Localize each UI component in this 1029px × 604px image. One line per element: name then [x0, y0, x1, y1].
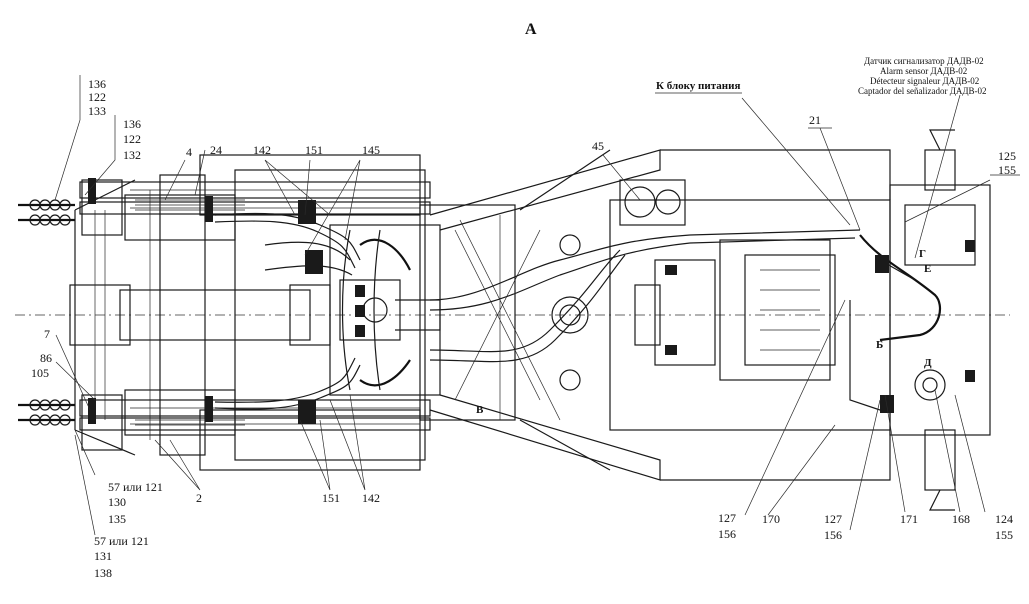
sensor-label-fr: Détecteur signaleur ДАДВ-02 — [870, 76, 979, 86]
callout-138: 138 — [94, 566, 112, 580]
sensor-label-en: Alarm sensor ДАДВ-02 — [880, 66, 967, 76]
callout-142-bottom: 142 — [362, 491, 380, 505]
callout-170: 170 — [762, 512, 780, 526]
front-frame — [69, 154, 426, 471]
zone-letter-d: Д — [924, 357, 932, 369]
callout-151-top: 151 — [305, 143, 323, 157]
view-title: А — [525, 21, 537, 38]
quick-couplings-top — [18, 199, 75, 226]
zone-letter-v: В — [476, 404, 484, 416]
callout-57-121-a: 57 или 121 — [108, 480, 163, 494]
callout-151-bottom: 151 — [322, 491, 340, 505]
right-end-block — [849, 129, 991, 511]
callout-45: 45 — [592, 139, 604, 153]
callout-125: 125 — [998, 149, 1016, 163]
callout-168: 168 — [952, 512, 970, 526]
zone-letter-g: Г — [919, 248, 926, 260]
callout-127-b: 127 — [824, 512, 842, 526]
drawbar-frame — [419, 149, 661, 481]
power-block-label: К блоку питания — [656, 80, 740, 92]
callout-156-b: 156 — [824, 528, 842, 542]
callout-4: 4 — [186, 145, 192, 159]
zone-letter-e: Е — [924, 263, 931, 275]
callout-132: 132 — [123, 148, 141, 162]
zone-letter-b: Б — [876, 339, 883, 351]
callout-136-b: 136 — [123, 117, 141, 131]
sensor-label-ru: Датчик сигнализатор ДАДВ-02 — [864, 56, 984, 66]
callout-7: 7 — [44, 327, 50, 341]
callout-57-121-b: 57 или 121 — [94, 534, 149, 548]
callout-131: 131 — [94, 549, 112, 563]
callout-127-a: 127 — [718, 511, 736, 525]
callout-124: 124 — [995, 512, 1013, 526]
leader-lines — [54, 75, 1020, 536]
callout-133: 133 — [88, 104, 106, 118]
hose-bundle-bottom — [214, 357, 361, 424]
distributor-block — [329, 224, 441, 396]
callout-21: 21 — [809, 113, 821, 127]
callout-2: 2 — [196, 491, 202, 505]
sensor-label-group: Датчик сигнализатор ДАДВ-02 Alarm sensor… — [858, 56, 987, 96]
hose-bundle-top — [214, 200, 361, 276]
callout-122-a: 122 — [88, 90, 106, 104]
callout-156-a: 156 — [718, 527, 736, 541]
callout-122-b: 122 — [123, 132, 141, 146]
callout-105: 105 — [31, 366, 49, 380]
callout-142-top: 142 — [253, 143, 271, 157]
right-frame — [609, 149, 891, 481]
callout-155-bottom: 155 — [995, 528, 1013, 542]
callout-135: 135 — [108, 512, 126, 526]
bottom-cylinder — [79, 396, 431, 431]
callout-86: 86 — [40, 351, 52, 365]
callout-171: 171 — [900, 512, 918, 526]
main-hoses — [429, 229, 861, 363]
component-45 — [619, 179, 686, 226]
callout-24: 24 — [210, 143, 222, 157]
sensor-label-es: Captador del señalizador ДАДВ-02 — [858, 86, 987, 96]
callout-136-a: 136 — [88, 77, 106, 91]
quick-couplings-bottom — [18, 399, 75, 426]
top-cylinder — [79, 178, 431, 222]
callout-145: 145 — [362, 143, 380, 157]
callout-130: 130 — [108, 495, 126, 509]
callout-155-top: 155 — [998, 163, 1016, 177]
